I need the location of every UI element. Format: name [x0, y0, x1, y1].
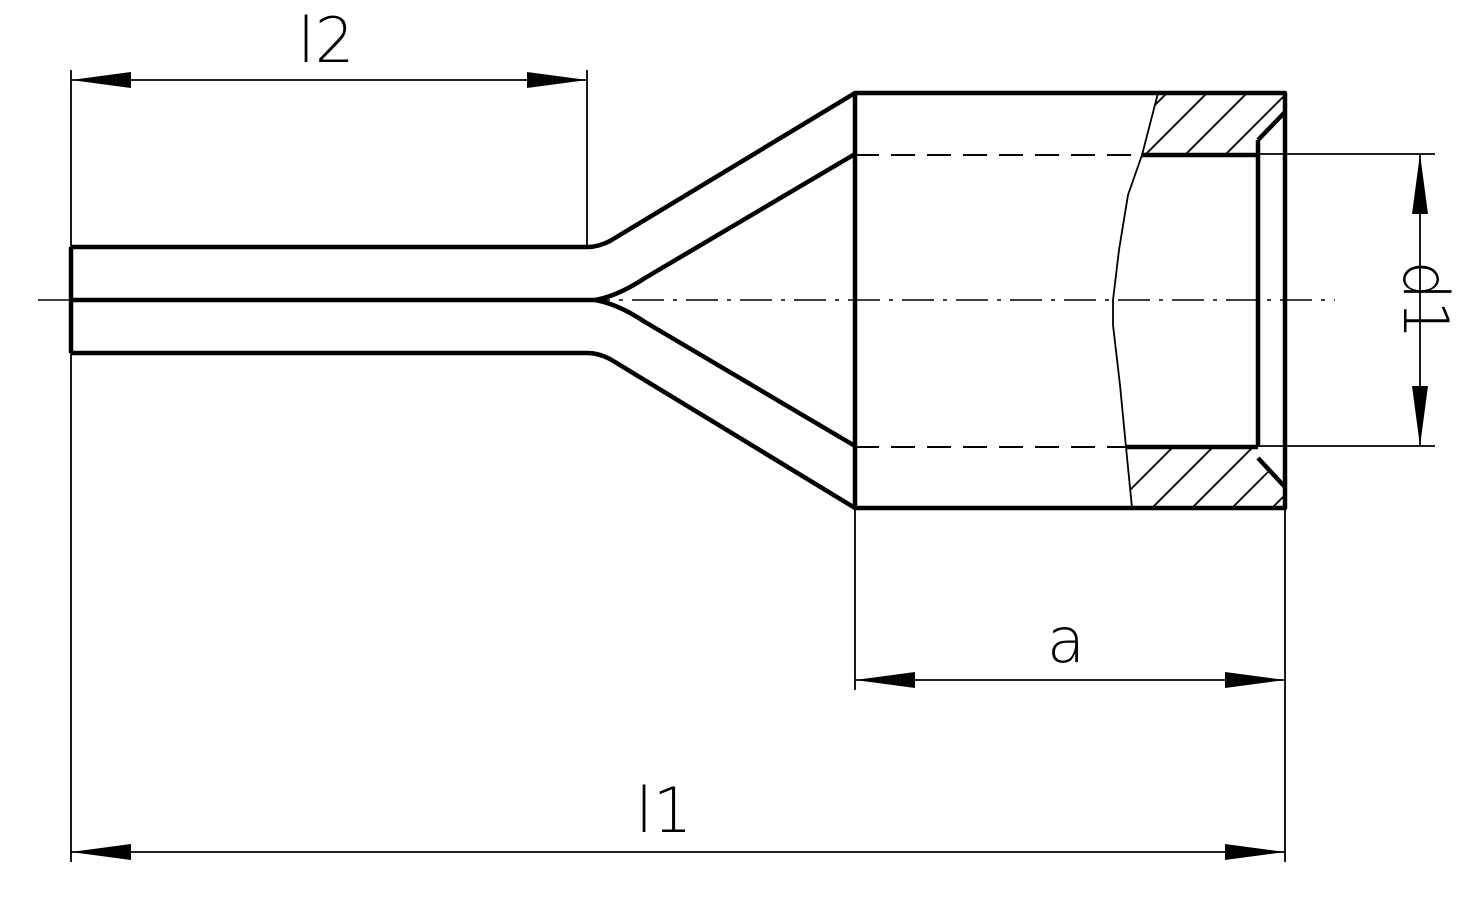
extension-lines: [70, 70, 1435, 862]
break-line: [1112, 92, 1159, 509]
hidden-lines: [855, 154, 1142, 448]
hatch-bottom: [1126, 447, 1285, 508]
dim-label-d1: d1: [1389, 261, 1462, 340]
dim-label-l1: l1: [636, 774, 693, 847]
hatch-top: [1142, 93, 1285, 155]
dimension-lines: [71, 72, 1428, 860]
ferrule-body: [68, 90, 1288, 511]
dim-label-a: a: [1047, 604, 1085, 677]
dim-label-l2: l2: [298, 4, 355, 77]
